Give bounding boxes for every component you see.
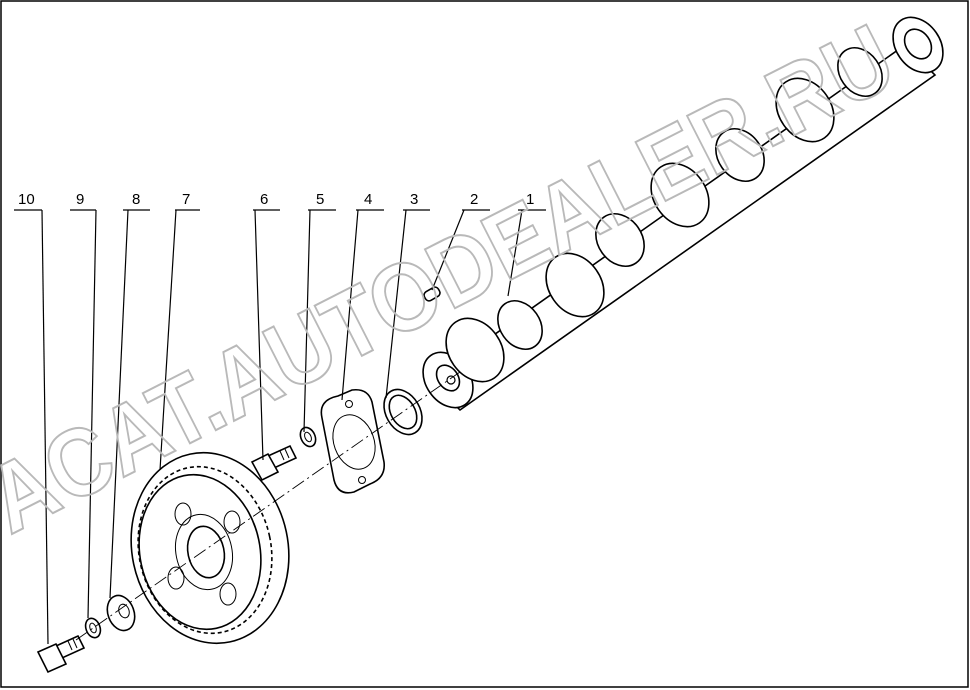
key-icon xyxy=(423,286,441,302)
callout-6: 6 xyxy=(260,191,268,208)
callout-5: 5 xyxy=(316,191,324,208)
gear-icon xyxy=(130,451,290,645)
washer-icon xyxy=(299,426,317,448)
bolt-icon xyxy=(36,634,86,674)
washer-icon xyxy=(106,594,136,632)
callout-leaders xyxy=(14,209,546,645)
callout-2: 2 xyxy=(470,191,478,208)
callout-4: 4 xyxy=(364,191,372,208)
callout-9: 9 xyxy=(76,191,84,208)
thrust-plate-icon xyxy=(320,388,386,494)
bolt-icon xyxy=(250,444,298,482)
callout-1: 1 xyxy=(526,191,534,208)
lock-washer-icon xyxy=(84,617,102,639)
camshaft-icon xyxy=(422,16,944,412)
callout-10: 10 xyxy=(18,191,35,208)
assembly-axis xyxy=(75,371,461,641)
callout-7: 7 xyxy=(182,191,190,208)
callout-8: 8 xyxy=(132,191,140,208)
callout-labels: 10 9 8 7 6 5 4 3 2 1 xyxy=(18,191,534,208)
callout-3: 3 xyxy=(410,191,418,208)
watermark-text: ACAT.AUTODEALER.RU xyxy=(0,4,911,553)
ring-icon xyxy=(383,388,423,436)
